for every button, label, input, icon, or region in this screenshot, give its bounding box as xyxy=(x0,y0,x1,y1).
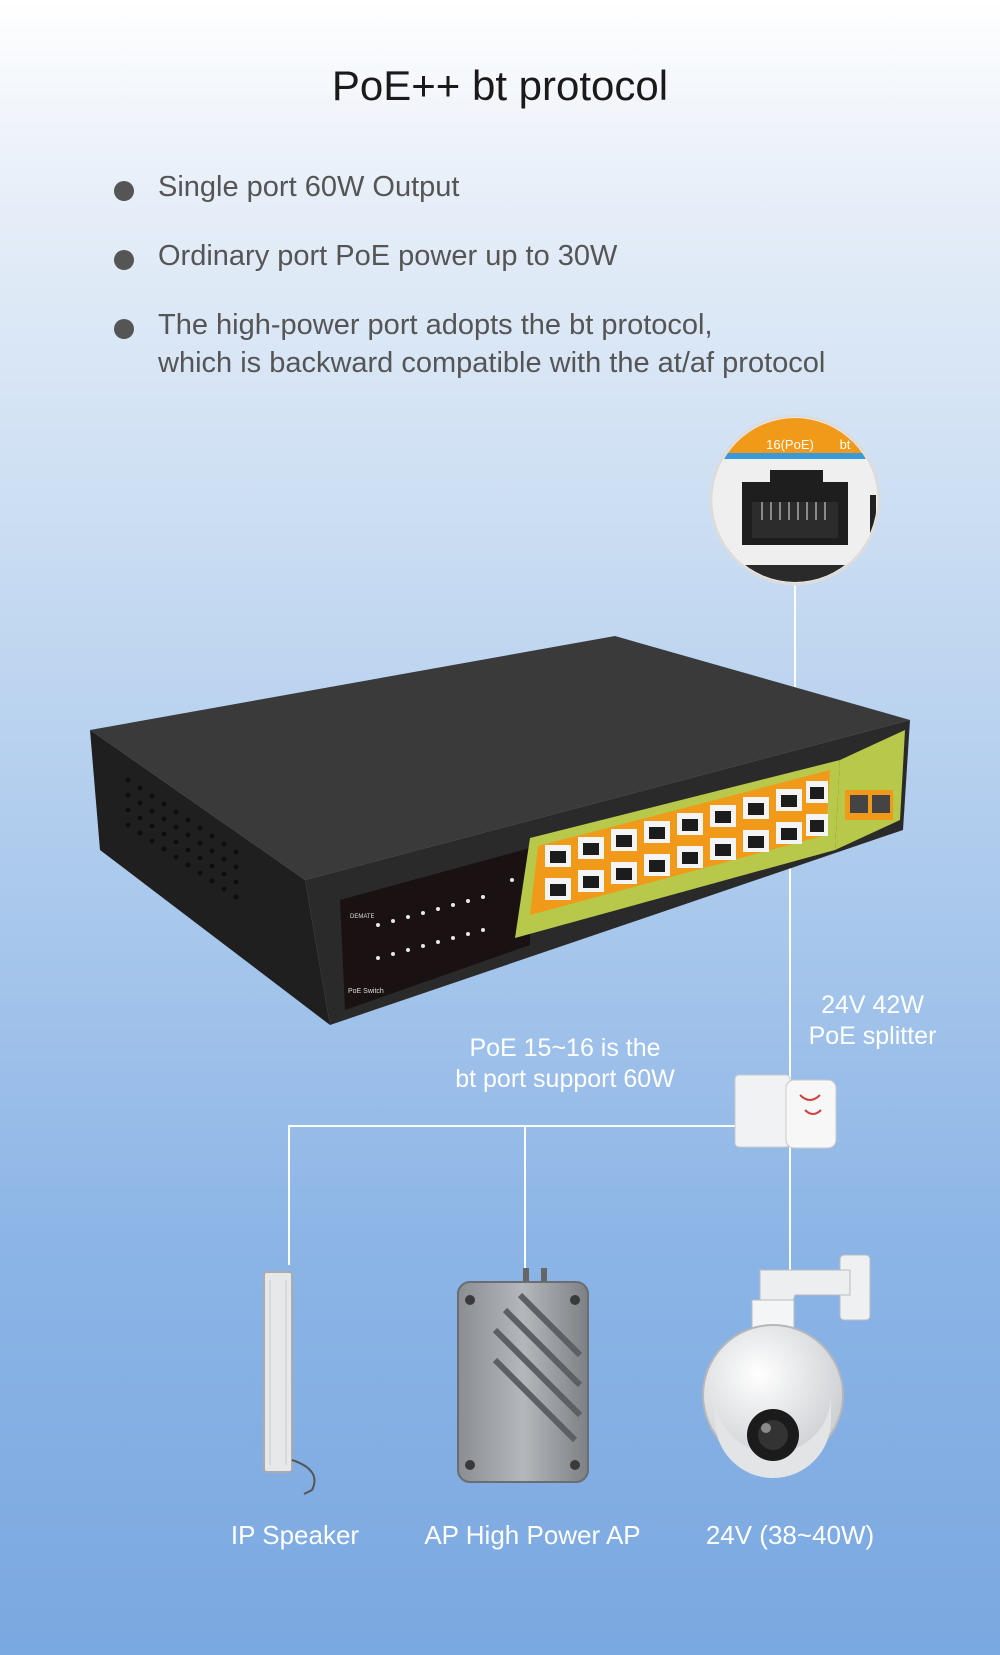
feature-list: Single port 60W Output Ordinary port PoE… xyxy=(112,168,825,413)
feature-text: Ordinary port PoE power up to 30W xyxy=(158,240,618,272)
bt-port-callout-line1: PoE 15~16 is the xyxy=(469,1034,661,1062)
device-label-ap: AP High Power AP xyxy=(424,1520,641,1550)
zoom-bt-label: bt xyxy=(840,437,851,452)
port-zoom-icon xyxy=(709,414,881,586)
feature-item: The high-power port adopts the bt protoc… xyxy=(112,306,825,382)
poe-switch-icon xyxy=(90,636,910,1025)
ap-device-icon xyxy=(457,1268,589,1483)
poe-splitter-icon xyxy=(734,1074,837,1149)
page-title: PoE++ bt protocol xyxy=(331,62,669,109)
connection-lines xyxy=(288,582,796,1280)
bt-port-callout: PoE 15~16 is the bt port support 60W xyxy=(420,1033,710,1095)
bt-port-callout-line2: bt port support 60W xyxy=(455,1065,675,1093)
bullet-dot-icon xyxy=(114,250,134,270)
zoom-port-label: 16(PoE) xyxy=(766,437,814,452)
bullet-dot-icon xyxy=(114,181,134,201)
device-label-speaker: IP Speaker xyxy=(230,1520,360,1550)
feature-item: Single port 60W Output xyxy=(112,168,825,206)
switch-name-label: PoE Switch xyxy=(348,988,384,995)
feature-item: Ordinary port PoE power up to 30W xyxy=(112,237,825,275)
switch-brand-label: DEMATE xyxy=(350,914,375,920)
feature-text: Single port 60W Output xyxy=(158,171,460,203)
ptz-camera-icon xyxy=(702,1254,871,1478)
splitter-callout: 24V 42W PoE splitter xyxy=(790,990,955,1052)
splitter-callout-line2: PoE splitter xyxy=(808,1022,937,1050)
splitter-callout-line1: 24V 42W xyxy=(821,991,924,1019)
feature-text: The high-power port adopts the bt protoc… xyxy=(158,309,713,341)
ip-speaker-icon xyxy=(263,1271,316,1495)
device-label-camera: 24V (38~40W) xyxy=(705,1520,875,1550)
bullet-dot-icon xyxy=(114,319,134,339)
feature-text-line2: which is backward compatible with the at… xyxy=(158,347,826,379)
